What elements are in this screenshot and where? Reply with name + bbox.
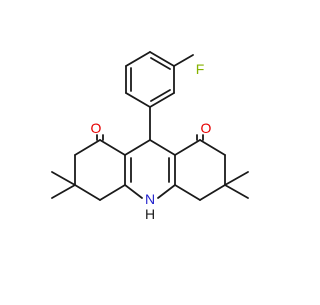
bond <box>224 184 249 199</box>
oxygen-atom-label-right: O <box>201 120 212 136</box>
bond <box>51 171 76 186</box>
bond <box>150 89 171 102</box>
bond <box>125 92 151 108</box>
bond <box>150 57 171 70</box>
bond <box>99 184 126 201</box>
bond <box>124 139 151 156</box>
atom-labels: F O O N H <box>91 61 212 222</box>
bond <box>74 184 101 201</box>
bond <box>174 139 201 156</box>
bond <box>174 184 201 201</box>
bond <box>149 51 175 67</box>
bond <box>199 139 226 156</box>
nitrogen-hydrogen-label: H <box>145 206 155 222</box>
bond <box>124 184 143 199</box>
bonds <box>51 51 249 201</box>
nitrogen-atom-label: N <box>145 191 155 207</box>
bond <box>51 184 76 199</box>
bond <box>125 51 151 67</box>
bond <box>149 92 175 108</box>
bond <box>99 139 126 156</box>
bond <box>199 184 226 201</box>
molecule-canvas: F O O N H <box>51 51 249 222</box>
bond <box>224 171 249 186</box>
bond <box>149 139 176 156</box>
bond <box>157 184 176 199</box>
fluorine-atom-label: F <box>196 61 205 77</box>
bond <box>173 54 194 67</box>
bond <box>74 139 101 156</box>
molecule-structure: F O O N H <box>51 51 249 222</box>
oxygen-atom-label-left: O <box>91 120 102 136</box>
